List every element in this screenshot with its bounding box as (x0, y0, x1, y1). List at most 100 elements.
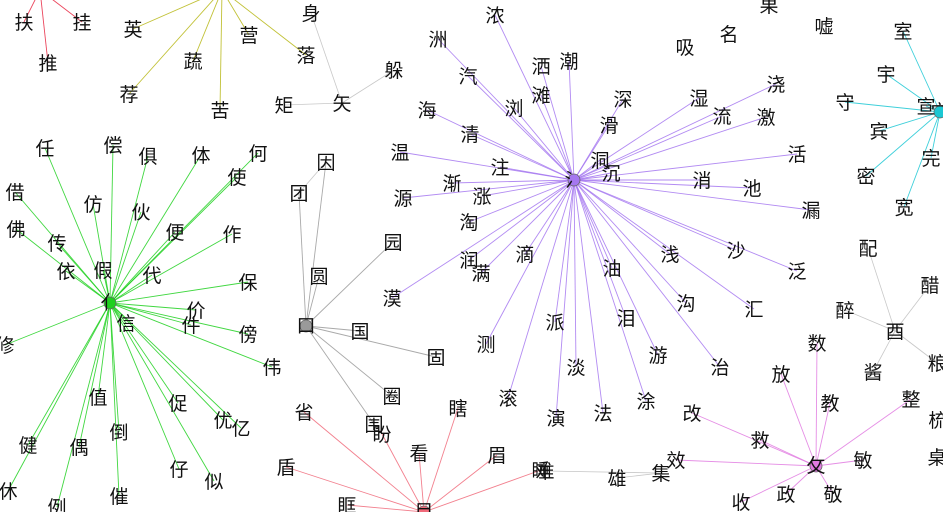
node-label[interactable]: 游 (648, 345, 667, 367)
node-label[interactable]: 扶 (14, 12, 33, 34)
node-label[interactable]: 沟 (676, 293, 695, 315)
node-label[interactable]: 激 (756, 107, 775, 129)
node-label[interactable]: 休 (0, 481, 18, 503)
node-label[interactable]: 温 (390, 142, 409, 164)
node-label[interactable]: 洒 (531, 56, 550, 78)
node-label[interactable]: 派 (545, 312, 564, 334)
node-label[interactable]: 密 (856, 166, 875, 188)
hub-node-h_green[interactable] (103, 296, 117, 310)
node-label[interactable]: 落 (296, 45, 315, 67)
node-label[interactable]: 嘘 (814, 16, 833, 38)
node-label[interactable]: 俱 (138, 146, 157, 168)
node-label[interactable]: 仔 (169, 459, 188, 481)
node-label[interactable]: 体 (191, 145, 210, 167)
node-label[interactable]: 润 (459, 250, 478, 272)
node-label[interactable]: 何 (248, 143, 267, 165)
node-label[interactable]: 浅 (660, 244, 679, 266)
node-label[interactable]: 依 (56, 261, 75, 283)
node-label[interactable]: 池 (742, 178, 761, 200)
node-label[interactable]: 使 (227, 167, 246, 189)
node-label[interactable]: 清 (460, 124, 479, 146)
node-label[interactable]: 泪 (616, 308, 635, 330)
hub-node-h_violet[interactable] (567, 173, 581, 187)
node-label[interactable]: 优 (213, 410, 232, 432)
node-label[interactable]: 湿 (689, 88, 708, 110)
node-label[interactable]: 宽 (894, 197, 913, 219)
node-label[interactable]: 沉 (601, 163, 620, 185)
node-label[interactable]: 汇 (744, 299, 763, 321)
node-label[interactable]: 任 (35, 138, 54, 160)
node-label[interactable]: 雄 (607, 468, 626, 490)
node-label[interactable]: 涂 (636, 391, 655, 413)
node-label[interactable]: 固 (426, 347, 445, 369)
node-label[interactable]: 改 (682, 403, 701, 425)
node-label[interactable]: 价 (186, 300, 205, 322)
node-label[interactable]: 省 (294, 402, 313, 424)
node-label[interactable]: 效 (666, 450, 685, 472)
node-label[interactable]: 漏 (801, 200, 820, 222)
node-label[interactable]: 果 (759, 0, 778, 17)
node-label[interactable]: 配 (858, 238, 877, 260)
node-label[interactable]: 守 (835, 92, 854, 114)
node-label[interactable]: 名 (719, 24, 738, 46)
node-label[interactable]: 矢 (332, 93, 351, 115)
node-label[interactable]: 伟 (262, 357, 281, 379)
node-label[interactable]: 英 (123, 19, 142, 41)
node-label[interactable]: 傍 (238, 324, 257, 346)
node-label[interactable]: 漠 (382, 288, 401, 310)
node-label[interactable]: 促 (168, 393, 187, 415)
node-label[interactable]: 圈 (382, 386, 401, 408)
node-label[interactable]: 荐 (119, 84, 138, 106)
node-label[interactable]: 便 (165, 222, 184, 244)
node-label[interactable]: 涨 (472, 186, 491, 208)
node-label[interactable]: 蔬 (183, 51, 202, 73)
node-label[interactable]: 洞 (590, 150, 609, 172)
node-label[interactable]: 值 (88, 387, 107, 409)
node-label[interactable]: 测 (476, 334, 495, 356)
node-label[interactable]: 整 (901, 389, 920, 411)
node-label[interactable]: 注 (490, 157, 509, 179)
node-label[interactable]: 满 (471, 263, 490, 285)
hub-node-h_red[interactable] (417, 505, 431, 512)
node-label[interactable]: 油 (602, 258, 621, 280)
node-label[interactable]: 宾 (869, 121, 888, 143)
node-label[interactable]: 亿 (231, 418, 250, 440)
node-label[interactable]: 室 (893, 21, 912, 43)
node-label[interactable]: 园 (383, 232, 402, 254)
node-label[interactable]: 保 (238, 272, 257, 294)
node-label[interactable]: 敏 (853, 450, 872, 472)
node-label[interactable]: 淘 (459, 212, 478, 234)
node-label[interactable]: 洲 (428, 29, 447, 51)
node-label[interactable]: 敬 (823, 484, 842, 506)
node-label[interactable]: 作 (222, 224, 241, 246)
hub-node-h_cyan[interactable] (933, 105, 943, 119)
node-label[interactable]: 潮 (559, 51, 578, 73)
node-label[interactable]: 救 (750, 430, 769, 452)
node-label[interactable]: 国 (350, 321, 369, 343)
node-label[interactable]: 海 (417, 100, 436, 122)
node-label[interactable]: 仿 (83, 194, 102, 216)
node-label[interactable]: 信 (116, 313, 135, 335)
node-label[interactable]: 苦 (210, 100, 229, 122)
node-label[interactable]: 滚 (498, 388, 517, 410)
node-label[interactable]: 数 (807, 333, 826, 355)
node-label[interactable]: 例 (47, 497, 66, 512)
node-label[interactable]: 身 (301, 3, 320, 25)
node-label[interactable]: 浇 (766, 74, 785, 96)
node-label[interactable]: 泛 (787, 261, 806, 283)
node-label[interactable]: 政 (776, 484, 795, 506)
node-label[interactable]: 倒 (109, 422, 128, 444)
node-label[interactable]: 吸 (675, 37, 694, 59)
node-label[interactable]: 修 (0, 335, 15, 357)
node-label[interactable]: 集 (651, 463, 670, 485)
node-label[interactable]: 演 (546, 408, 565, 430)
node-label[interactable]: 眉 (487, 445, 506, 467)
node-label[interactable]: 挂 (72, 12, 91, 34)
node-label[interactable]: 教 (820, 393, 839, 415)
node-label[interactable]: 眶 (337, 495, 356, 512)
hub-node-h_gray[interactable] (299, 319, 313, 333)
node-label[interactable]: 浓 (485, 5, 504, 27)
node-label[interactable]: 滴 (515, 244, 534, 266)
node-label[interactable]: 沙 (726, 240, 745, 262)
node-label[interactable]: 营 (239, 25, 258, 47)
